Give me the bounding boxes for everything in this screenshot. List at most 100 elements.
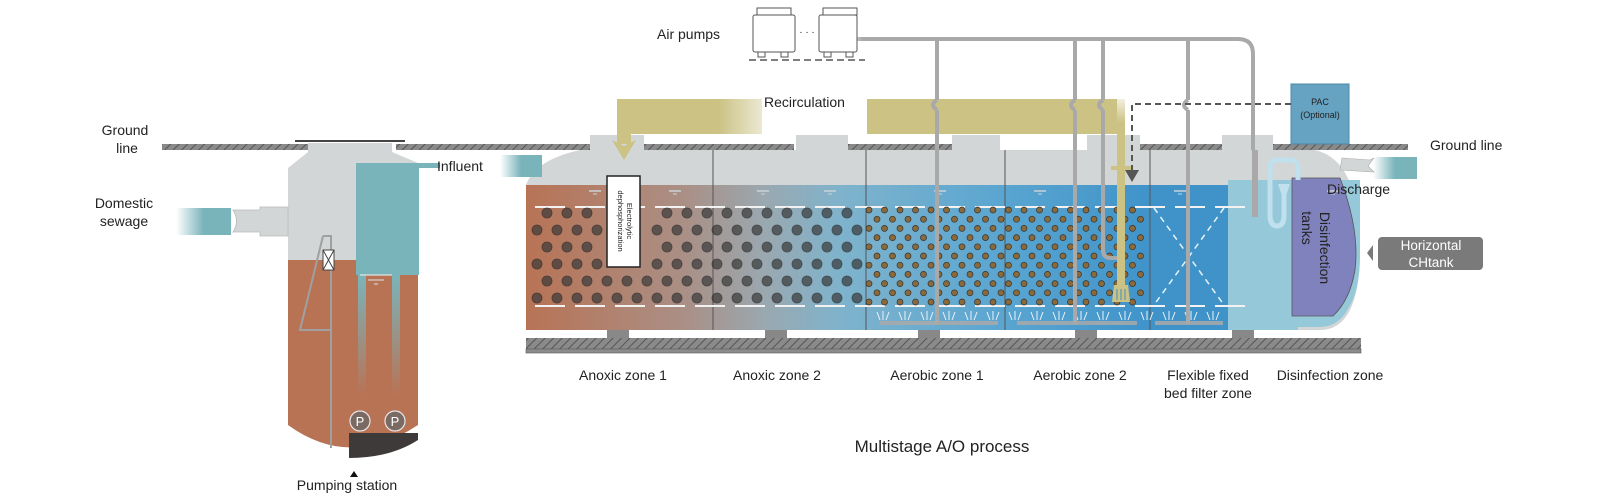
aerobic-media-carrier bbox=[989, 298, 997, 306]
pac-label: (Optional) bbox=[1300, 110, 1340, 120]
zone-label-filter: Flexible fixed bbox=[1167, 367, 1249, 383]
aeration-bubble bbox=[1008, 311, 1022, 321]
suspended-media-carrier bbox=[751, 258, 763, 270]
aerobic-media-carrier bbox=[1059, 234, 1067, 241]
suspended-media-carrier bbox=[571, 292, 583, 304]
ao-tank bbox=[500, 37, 1417, 354]
suspended-media-carrier bbox=[591, 292, 603, 304]
support-foot bbox=[765, 330, 787, 338]
suspended-media-carrier bbox=[701, 241, 713, 253]
aerobic-media-carrier bbox=[912, 298, 919, 306]
aerobic-media-carrier bbox=[1051, 261, 1059, 269]
aerobic-media-carrier bbox=[1020, 206, 1028, 214]
aerobic-media-carrier bbox=[889, 271, 896, 278]
aerobic-media-carrier bbox=[1020, 261, 1028, 269]
suspended-media-carrier bbox=[821, 241, 833, 253]
dosing-pipe bbox=[1117, 99, 1125, 177]
air-pump-icon bbox=[818, 7, 858, 58]
aerobic-media-carrier bbox=[943, 206, 950, 214]
suspended-media-carrier bbox=[721, 275, 733, 287]
aerobic-media-carrier bbox=[1005, 206, 1012, 214]
aerobic-media-carrier bbox=[1059, 215, 1067, 223]
suspended-media-carrier bbox=[761, 207, 773, 219]
aerobic-media-carrier bbox=[1098, 280, 1105, 287]
aerobic-media-carrier bbox=[1013, 271, 1020, 278]
aerobic-media-carrier bbox=[1137, 271, 1144, 278]
aerobic-media-carrier bbox=[951, 215, 958, 223]
electrolytic-label: Electrolytic bbox=[625, 203, 634, 240]
siphon-tube bbox=[1267, 157, 1301, 215]
suspended-media-carrier bbox=[671, 258, 683, 270]
recirculation-arrow-icon bbox=[612, 140, 636, 160]
aerobic-media-carrier bbox=[1090, 252, 1098, 260]
aerobic-media-carrier bbox=[920, 252, 927, 260]
aerobic-media-carrier bbox=[1051, 225, 1059, 232]
horizontal-tank-label: Horizontal bbox=[1401, 238, 1462, 253]
air-pump-icon bbox=[752, 7, 796, 58]
suspended-media-carrier bbox=[811, 258, 823, 270]
aerobic-media-carrier bbox=[1020, 225, 1028, 232]
aerobic-media-carrier bbox=[943, 261, 950, 269]
suspended-media-carrier bbox=[741, 207, 753, 219]
aerobic-media-carrier bbox=[873, 289, 881, 297]
influent-connector bbox=[400, 163, 440, 168]
aerobic-media-carrier bbox=[989, 225, 997, 232]
suspended-media-carrier bbox=[691, 292, 703, 304]
aerobic-media-carrier bbox=[1044, 252, 1051, 260]
rising-main-column bbox=[356, 163, 419, 275]
suspended-media-carrier bbox=[751, 292, 763, 304]
aerobic-media-carrier bbox=[896, 261, 904, 269]
aerobic-media-carrier bbox=[927, 206, 935, 214]
aerobic-media-carrier bbox=[989, 243, 997, 251]
ground-line-label: line bbox=[116, 140, 138, 156]
suspended-media-carrier bbox=[541, 275, 553, 287]
aerobic-media-carrier bbox=[1098, 261, 1105, 269]
aerobic-media-carrier bbox=[1013, 215, 1020, 223]
suspended-media-carrier bbox=[601, 275, 613, 287]
aerobic-media-carrier bbox=[1036, 261, 1043, 269]
suspended-media-carrier bbox=[851, 224, 863, 236]
suspended-media-carrier bbox=[571, 258, 583, 270]
horizontal-tank-callout bbox=[1367, 237, 1483, 270]
aerobic-media-carrier bbox=[982, 252, 989, 260]
suspended-media-carrier bbox=[721, 241, 733, 253]
aerobic-media-carrier bbox=[1013, 252, 1020, 260]
electrolytic-dephosphorization-unit bbox=[606, 175, 641, 268]
domestic-sewage-label: Domestic bbox=[95, 195, 153, 211]
aerobic-media-carrier bbox=[927, 298, 935, 306]
air-distribution-pipes bbox=[860, 37, 1255, 324]
aerobic-media-carrier bbox=[896, 225, 904, 232]
suspended-media-carrier bbox=[551, 292, 563, 304]
aerobic-media-carrier bbox=[1106, 234, 1113, 241]
suspended-media-carrier bbox=[781, 241, 793, 253]
aerobic-media-carrier bbox=[1082, 206, 1090, 214]
discharge-flow bbox=[1373, 157, 1417, 179]
aerobic-media-carrier bbox=[997, 215, 1005, 223]
aeration-bubble bbox=[1206, 311, 1220, 321]
suspended-media-carrier bbox=[591, 224, 603, 236]
suspended-media-carrier bbox=[681, 207, 693, 219]
aerobic-media-carrier bbox=[974, 261, 981, 269]
aerobic-media-carrier bbox=[1005, 298, 1012, 306]
suspended-media-carrier bbox=[581, 241, 593, 253]
aerobic-media-carrier bbox=[1137, 289, 1144, 297]
aerobic-media-carrier bbox=[1106, 289, 1113, 297]
aerobic-media-carrier bbox=[889, 289, 896, 297]
pump-icon: P bbox=[349, 410, 371, 432]
pac-tank bbox=[1290, 83, 1350, 145]
aerobic-media-carrier bbox=[1028, 215, 1036, 223]
suspended-media-carrier bbox=[781, 207, 793, 219]
aerobic-media-carrier bbox=[896, 298, 904, 306]
aerobic-media-carrier bbox=[927, 225, 935, 232]
aerobic-media-carrier bbox=[1059, 252, 1067, 260]
aerobic-media-carrier bbox=[912, 206, 919, 214]
suspended-media-carrier bbox=[551, 224, 563, 236]
aerobic-media-carrier bbox=[1067, 280, 1074, 287]
aerobic-media-carrier bbox=[966, 215, 974, 223]
aerobic-media-carrier bbox=[1059, 271, 1067, 278]
aeration-bubble bbox=[986, 311, 1000, 321]
suspended-media-carrier bbox=[841, 241, 853, 253]
aerobic-media-carrier bbox=[912, 225, 919, 232]
suspended-media-carrier bbox=[711, 224, 723, 236]
aerobic-media-carrier bbox=[881, 298, 888, 306]
